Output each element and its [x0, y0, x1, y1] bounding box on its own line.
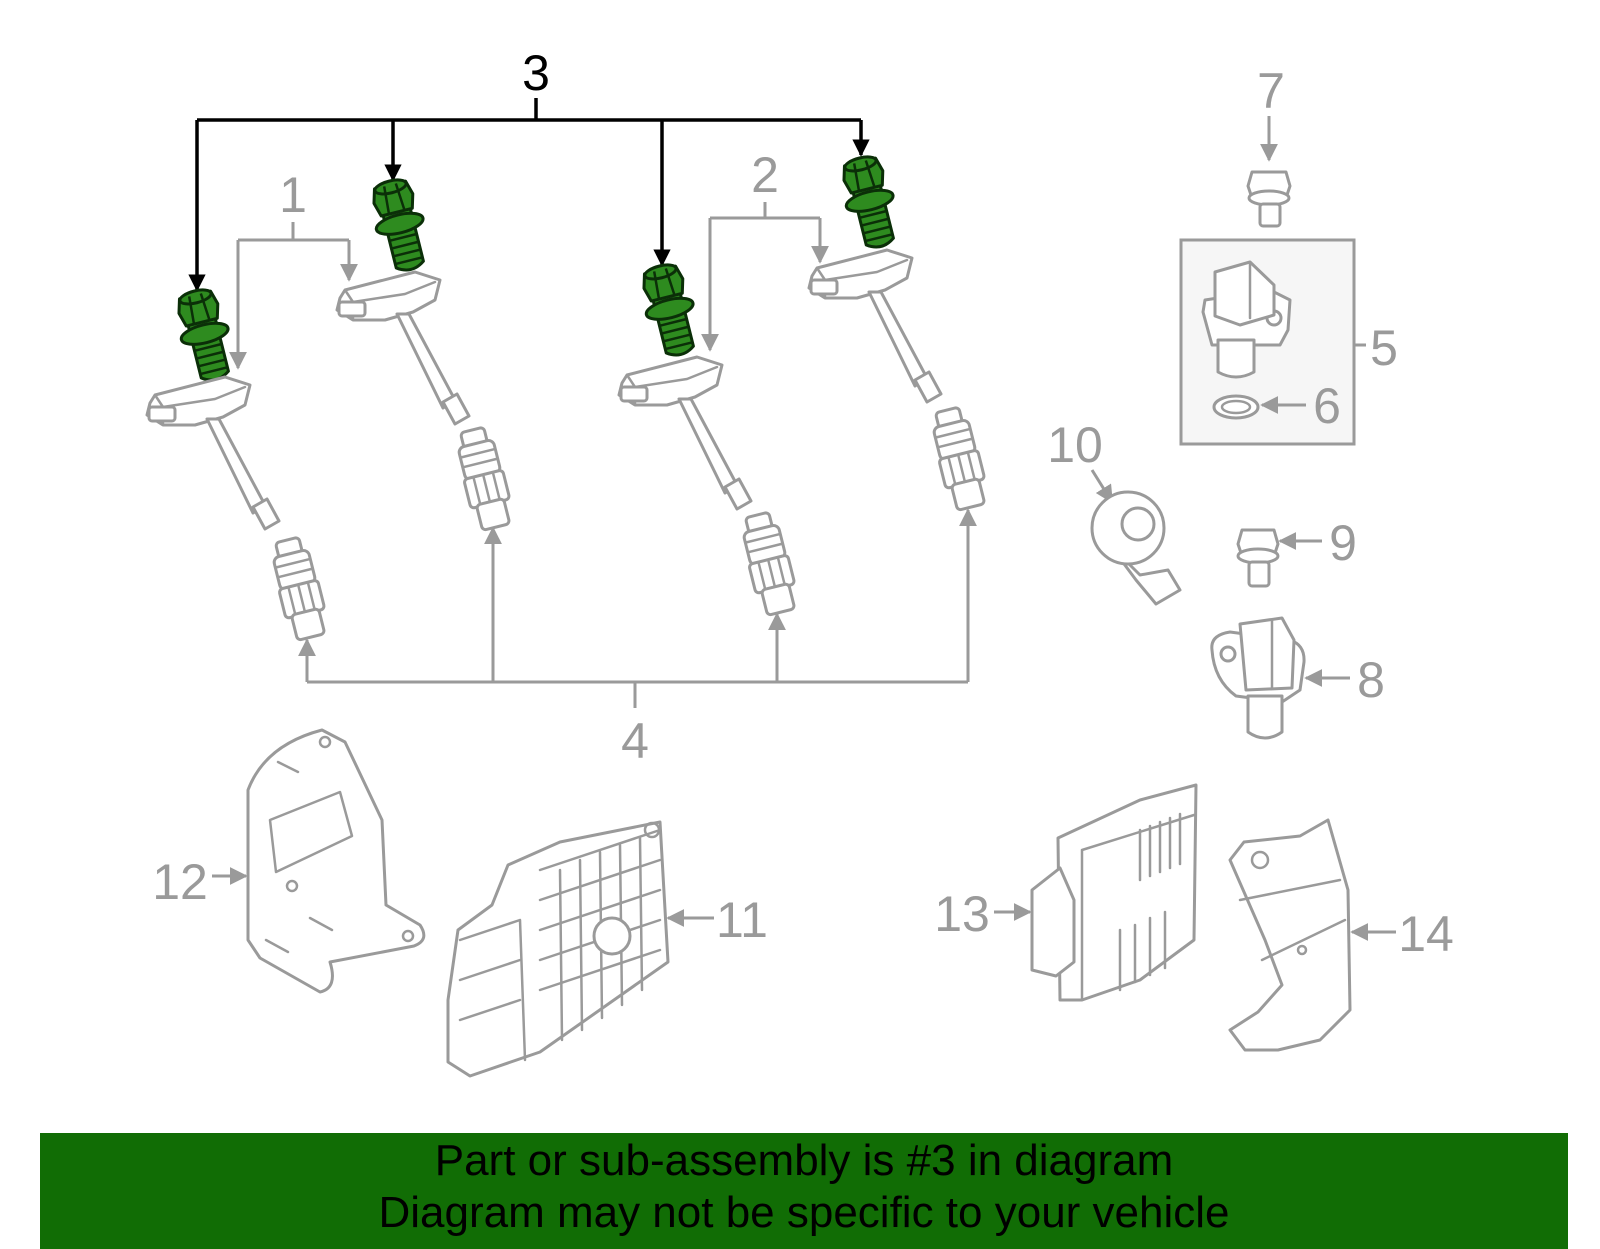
spark-plug-c [736, 508, 803, 619]
bracket-12 [246, 728, 426, 994]
bolt-3-c [634, 258, 706, 362]
callout-7: 7 [1257, 63, 1285, 119]
leader-1 [238, 222, 349, 242]
ignition-coil-2a [617, 355, 753, 511]
bolt-7 [1246, 170, 1292, 228]
callout-4: 4 [621, 713, 649, 769]
leader-2 [710, 202, 820, 220]
callout-11: 11 [716, 892, 768, 948]
bolt-9 [1236, 528, 1280, 588]
callout-6: 6 [1313, 378, 1341, 434]
leader-4 [307, 680, 968, 708]
banner-line-2: Diagram may not be specific to your vehi… [378, 1188, 1230, 1237]
knock-sensor-10 [1090, 490, 1182, 606]
callout-14: 14 [1398, 906, 1454, 962]
callout-5: 5 [1370, 320, 1398, 376]
spark-plug-b [451, 423, 518, 534]
callout-8: 8 [1357, 652, 1385, 708]
callout-10: 10 [1047, 417, 1103, 473]
callout-13: 13 [934, 886, 990, 942]
spark-plug-a [266, 533, 333, 644]
bracket-14 [1228, 818, 1352, 1052]
sensor-5 [1201, 260, 1292, 379]
info-banner: Part or sub-assembly is #3 in diagram Di… [40, 1133, 1568, 1249]
ignition-coil-2b [807, 248, 943, 404]
ignition-coil-1b [335, 270, 471, 426]
bolt-3-d [834, 150, 906, 254]
callout-12: 12 [152, 854, 208, 910]
callout-3: 3 [522, 45, 550, 101]
callout-2: 2 [751, 147, 779, 203]
bolt-3-a [169, 283, 241, 387]
o-ring-6 [1212, 394, 1260, 420]
sensor-8 [1210, 616, 1306, 740]
leader-3 [197, 98, 861, 122]
banner-line-1: Part or sub-assembly is #3 in diagram [434, 1136, 1174, 1185]
spark-plug-d [926, 403, 993, 514]
ignition-coil-1a [145, 375, 281, 531]
callout-9: 9 [1329, 515, 1357, 571]
control-module-11 [446, 820, 670, 1078]
callout-1: 1 [279, 167, 307, 223]
bolt-3-b [364, 173, 436, 277]
ecu-13 [1030, 783, 1198, 1002]
